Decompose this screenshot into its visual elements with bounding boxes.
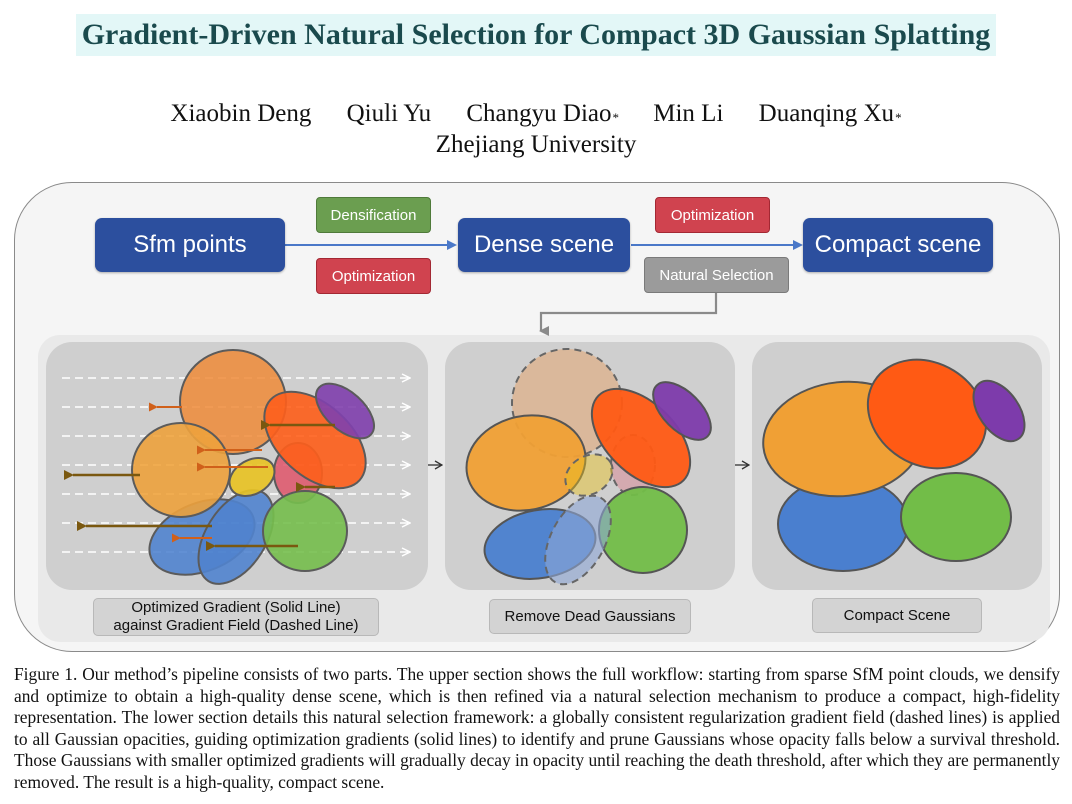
optimized-gradient-arrows	[64, 402, 335, 551]
caption-compact-text: Compact Scene	[843, 606, 951, 624]
node-sfm-label: Sfm points	[133, 231, 247, 258]
node-sfm-points: Sfm points	[95, 218, 285, 272]
alive-gaussian-purple	[652, 381, 712, 441]
author-name: Min Li	[653, 100, 724, 127]
author-mark: *	[612, 110, 620, 125]
caption-remove-text: Remove Dead Gaussians	[504, 607, 676, 625]
tag-natural-selection: Natural Selection	[644, 257, 789, 293]
alive-gaussian-orange-yellow	[465, 414, 587, 512]
author-list: Xiaobin Deng Qiuli Yu Changyu Diao* Min …	[0, 98, 1072, 130]
caption-gradient-line1: Optimized Gradient (Solid Line)	[131, 599, 341, 616]
gaussian-orange-yellow	[131, 422, 231, 518]
author-name: Duanqing Xu	[758, 100, 895, 127]
author-mark: *	[895, 110, 902, 125]
compact-gaussian-orange-red	[866, 358, 988, 470]
node-compact-scene: Compact scene	[803, 218, 993, 272]
author-name: Changyu Diao	[466, 100, 612, 127]
node-dense-label: Dense scene	[473, 231, 615, 258]
stage2-gaussians	[465, 348, 712, 586]
compact-gaussian-green	[900, 472, 1012, 562]
caption-gradient-line2: against Gradient Field (Dashed Line)	[113, 617, 359, 634]
author: Min Li	[653, 100, 724, 127]
caption-gradient-text: Optimized Gradient (Solid Line) against …	[113, 599, 358, 635]
caption-compact: Compact Scene	[812, 598, 982, 633]
paper-title-wrap: Gradient-Driven Natural Selection for Co…	[0, 14, 1072, 56]
tag-optimization-1-label: Optimization	[331, 267, 416, 285]
tag-optimization-2: Optimization	[655, 197, 770, 233]
tag-densification: Densification	[316, 197, 431, 233]
tag-optimization-1: Optimization	[316, 258, 431, 294]
author: Duanqing Xu*	[759, 100, 902, 127]
figure-caption: Figure 1. Our method’s pipeline consists…	[14, 664, 1060, 792]
tag-densification-label: Densification	[330, 206, 417, 224]
gaussian-green	[262, 490, 348, 572]
affiliation: Zhejiang University	[435, 131, 637, 158]
caption-gradient: Optimized Gradient (Solid Line) against …	[93, 598, 379, 636]
author: Xiaobin Deng	[170, 100, 312, 127]
node-compact-label: Compact scene	[814, 231, 982, 258]
gaussian-yellow	[228, 457, 276, 497]
compact-gaussian-purple	[972, 379, 1026, 443]
stage1-gaussians	[131, 349, 375, 585]
author: Changyu Diao*	[466, 100, 619, 127]
paper-title: Gradient-Driven Natural Selection for Co…	[75, 14, 997, 56]
dead-gaussian-yellow	[564, 453, 614, 497]
stage3-gaussians	[762, 358, 1026, 572]
alive-gaussian-green	[598, 486, 688, 574]
dead-gaussian-blue	[544, 494, 612, 586]
node-dense-scene: Dense scene	[458, 218, 630, 272]
gaussian-blue-right	[197, 489, 275, 585]
caption-remove: Remove Dead Gaussians	[489, 599, 691, 634]
tag-optimization-2-label: Optimization	[670, 206, 755, 224]
author: Qiuli Yu	[347, 100, 433, 127]
tag-natural-selection-label: Natural Selection	[659, 266, 774, 284]
author-name: Xiaobin Deng	[170, 100, 312, 127]
author-name: Qiuli Yu	[346, 100, 432, 127]
arrow-natural-selection-down	[539, 293, 718, 336]
